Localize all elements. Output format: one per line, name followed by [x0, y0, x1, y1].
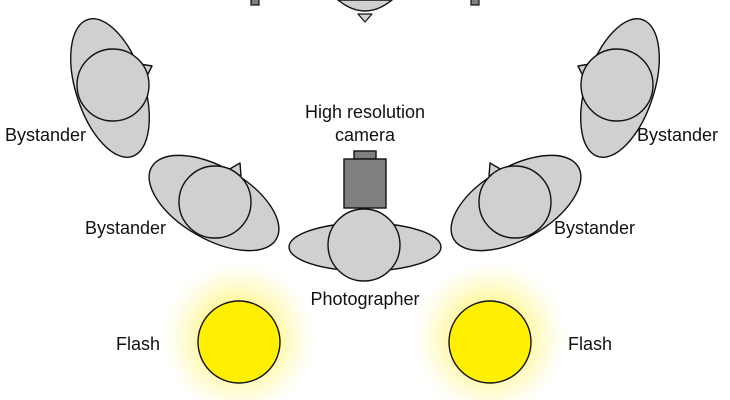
bystander-figure-upper-left — [70, 18, 153, 158]
bystander-figure-mid-left — [148, 154, 280, 252]
top-partial-figure — [250, 0, 480, 23]
camera-label-line1: High resolution — [305, 102, 425, 122]
bystander-label-upper-left: Bystander — [5, 125, 86, 145]
flash-bulb-left — [197, 300, 281, 384]
bystander-figure-upper-right — [577, 18, 660, 158]
bystander-label-mid-right: Bystander — [554, 218, 635, 238]
bystander-label-upper-right: Bystander — [637, 125, 718, 145]
flash-label-left: Flash — [116, 334, 160, 354]
camera-icon — [343, 150, 387, 209]
flash-left — [157, 256, 321, 400]
photographer-figure — [288, 208, 442, 282]
bystander-figure-mid-right — [450, 154, 582, 252]
photographer-label: Photographer — [310, 289, 419, 309]
camera-label-line2: camera — [335, 125, 396, 145]
flash-bulb-right — [448, 300, 532, 384]
flash-right — [408, 256, 572, 400]
bystander-label-mid-left: Bystander — [85, 218, 166, 238]
flash-label-right: Flash — [568, 334, 612, 354]
